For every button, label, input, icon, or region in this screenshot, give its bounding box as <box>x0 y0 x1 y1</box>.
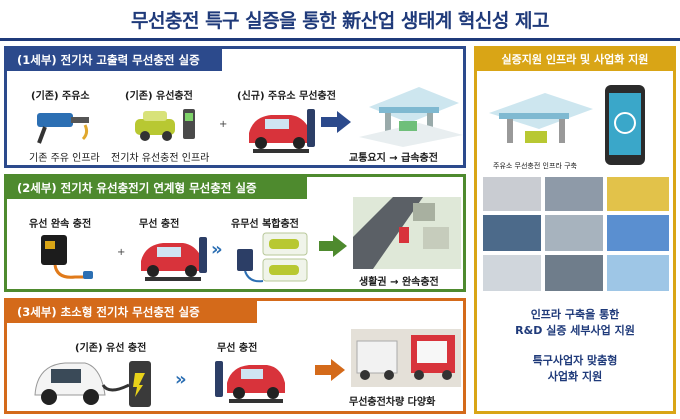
micro-ev-wired-charger-icon <box>34 361 151 407</box>
col2-label: 무선 충전 <box>217 343 258 354</box>
wireless-car-icon <box>215 361 285 403</box>
panel-2-result: 생활권 → 완속충전 <box>359 277 439 288</box>
col2-top-label: (기존) 유선충전 <box>125 91 193 102</box>
col2-label: 무선 충전 <box>139 219 180 230</box>
col3-label: 유무선 복합충전 <box>231 219 299 230</box>
col3-top-label: (신규) 주유소 무선충전 <box>237 91 336 102</box>
col1-label: 유선 완속 충전 <box>29 219 92 230</box>
panel-4-header: 실증지원 인프라 및 사업화 지원 <box>477 49 673 71</box>
panel-2-wired-linked-wireless: (2세부) 전기차 유선충전기 연계형 무선충전 실증 유선 완속 충전 + 무… <box>4 174 466 292</box>
wired-charger-car-icon <box>135 109 195 141</box>
plus-sign: + <box>219 119 228 130</box>
col1-bottom-label: 기존 주유 인프라 <box>29 153 100 164</box>
support-text-2-line-2: 사업화 지원 <box>547 370 603 383</box>
panel-1-high-power-wireless: (1세부) 전기차 고출력 무선충전 실증 (기존) 주유소 기존 주유 인프라… <box>4 46 466 168</box>
rnd-photos-collage <box>483 177 669 291</box>
col1-label: (기존) 유선 충전 <box>75 343 147 354</box>
arrow-right-icon <box>321 111 351 133</box>
page-title: 무선충전 특구 실증을 통한 新산업 생태계 혁신성 제고 <box>131 10 549 32</box>
wireless-car-icon <box>249 109 315 153</box>
arrow-right-icon <box>315 359 345 381</box>
title-divider <box>0 38 680 41</box>
panel-1-result: 교통요지 → 급속충전 <box>349 153 438 164</box>
fuel-nozzle-icon <box>37 113 89 144</box>
chevron-right-icon: » <box>211 239 223 260</box>
arrow-right-icon <box>319 235 347 257</box>
plus-sign: + <box>117 247 126 258</box>
support-text-1-line-1: 인프라 구축을 통한 <box>530 308 620 321</box>
support-text-1-line-2: R&D 실증 세부사업 지원 <box>515 324 635 337</box>
city-street-illustration <box>353 197 461 269</box>
panel-3-result: 무선충전차량 다양화 <box>349 397 436 408</box>
wireless-car-icon <box>141 237 207 281</box>
support-text-2-line-1: 특구사업자 맞춤형 <box>532 354 618 367</box>
panel-4-support: 실증지원 인프라 및 사업화 지원 주유소 무선충전 인프라 구축 인프라 구축… <box>474 46 676 414</box>
chevron-right-icon: » <box>175 369 187 390</box>
smartphone-icon <box>605 85 645 165</box>
panel-1-header: (1세부) 전기차 고출력 무선충전 실증 <box>7 49 222 71</box>
station-caption: 주유소 무선충전 인프라 구축 <box>493 162 577 170</box>
station-photo <box>489 93 593 143</box>
col2-bottom-label: 전기차 유선충전 인프라 <box>111 153 210 164</box>
col1-top-label: (기존) 주유소 <box>31 91 90 102</box>
panel-3-micro-ev-wireless: (3세부) 초소형 전기차 무선충전 실증 (기존) 유선 충전 » 무선 충전… <box>4 298 466 414</box>
panel-3-header: (3세부) 초소형 전기차 무선충전 실증 <box>7 301 257 323</box>
gas-station-illustration <box>359 87 463 147</box>
delivery-vehicles-illustration <box>351 329 461 387</box>
hybrid-charging-illustration <box>237 232 308 283</box>
panel-2-header: (2세부) 전기차 유선충전기 연계형 무선충전 실증 <box>7 177 307 199</box>
wired-slow-charger-icon <box>41 235 93 279</box>
